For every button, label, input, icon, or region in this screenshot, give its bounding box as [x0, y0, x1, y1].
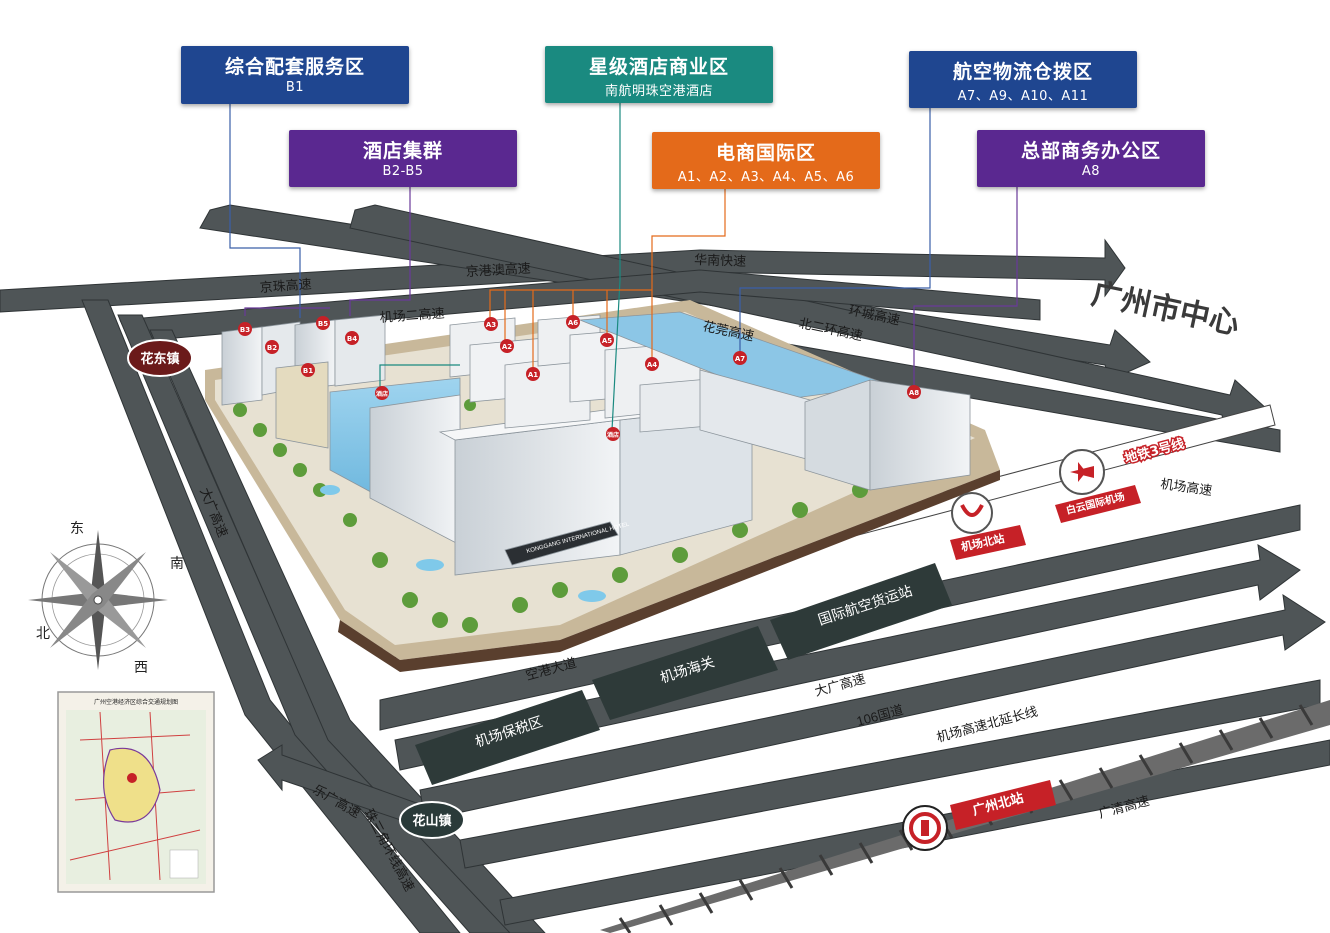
zone-star-hotel-box: 星级酒店商业区 南航明珠空港酒店	[545, 46, 773, 103]
marker-b2: B2	[265, 340, 279, 354]
hotel-canopy	[504, 521, 619, 566]
zone-hq-office-box: 总部商务办公区 A8	[977, 130, 1205, 187]
marker-b3: B3	[238, 322, 252, 336]
compass-south: 南	[170, 556, 184, 572]
label-jichang2: 机场二高速	[379, 305, 445, 324]
marker-a8: A8	[907, 385, 921, 399]
compass-west: 西	[134, 660, 148, 676]
svg-text:A4: A4	[647, 361, 657, 369]
zone-ecommerce-title: 电商国际区	[715, 142, 816, 164]
building-a8-front	[869, 379, 971, 491]
facility-blocks: 国际航空货运站 机场海关 机场保税区	[415, 563, 952, 785]
zone-star-hotel-title: 星级酒店商业区	[588, 56, 729, 78]
marker-a4: A4	[645, 357, 659, 371]
zone-service-sub: B1	[285, 80, 305, 95]
zone-hotel-group-sub: B2-B5	[382, 164, 424, 179]
zone-service-box: 综合配套服务区 B1	[181, 46, 409, 104]
fountains	[320, 485, 606, 602]
svg-text:花山镇: 花山镇	[412, 813, 451, 829]
label-city-center: 广州市中心	[1089, 277, 1243, 341]
zone-logistics-title: 航空物流仓拨区	[952, 61, 1093, 83]
block-bonded	[415, 690, 600, 785]
road-jingzhu-vertical	[81, 299, 461, 933]
label-jichang: 机场高速	[1160, 476, 1214, 498]
leader-lines	[229, 103, 1018, 431]
block-cargo	[770, 563, 952, 660]
compass-north: 北	[36, 626, 50, 642]
svg-text:A7: A7	[735, 355, 745, 363]
svg-text:A6: A6	[568, 319, 578, 327]
svg-text:花东镇: 花东镇	[140, 351, 179, 367]
svg-text:A8: A8	[909, 389, 919, 397]
inset-map-title: 广州空港经济区综合交通规划图	[94, 698, 178, 706]
marker-a5: A5	[600, 333, 614, 347]
zone-hotel-group-title: 酒店集群	[362, 140, 443, 162]
town-huashan: 花山镇	[399, 801, 465, 839]
zone-ecommerce-sub: A1、A2、A3、A4、A5、A6	[677, 170, 855, 185]
svg-text:B5: B5	[318, 320, 328, 328]
zone-logistics-sub: A7、A9、A10、A11	[957, 89, 1089, 104]
zone-service-title: 综合配套服务区	[224, 56, 365, 78]
svg-text:酒店: 酒店	[376, 390, 388, 398]
marker-a7: A7	[733, 351, 747, 365]
building-b4	[334, 314, 386, 387]
zone-hotel-group-box: 酒店集群 B2-B5	[289, 130, 517, 187]
town-huadong: 花东镇	[127, 339, 193, 377]
zone-hq-office-title: 总部商务办公区	[1020, 140, 1161, 162]
zone-star-hotel-sub: 南航明珠空港酒店	[604, 84, 713, 99]
svg-text:A2: A2	[502, 343, 512, 351]
svg-text:酒店: 酒店	[607, 431, 619, 439]
label-huanan: 华南快速	[694, 252, 747, 269]
svg-text:B4: B4	[347, 335, 357, 343]
svg-text:B2: B2	[267, 344, 277, 352]
road-inner-vertical	[149, 329, 546, 933]
zone-logistics-box: 航空物流仓拨区 A7、A9、A10、A11	[909, 51, 1137, 108]
label-jingzhu: 京珠高速	[259, 276, 312, 295]
marker-b1: B1	[301, 363, 315, 377]
marker-hotel-west: 酒店	[375, 386, 389, 400]
station-airport-north: 机场北站	[950, 492, 1026, 560]
marker-a3: A3	[484, 317, 498, 331]
marker-a2: A2	[500, 339, 514, 353]
marker-a6: A6	[566, 315, 580, 329]
svg-text:A3: A3	[486, 321, 496, 329]
svg-text:B1: B1	[303, 367, 313, 375]
station-guangzhou-north: 广州北站	[902, 780, 1056, 851]
svg-text:B3: B3	[240, 326, 250, 334]
airplane-icon	[1070, 462, 1094, 482]
svg-text:A1: A1	[528, 371, 538, 379]
marker-b4: B4	[345, 331, 359, 345]
marker-hotel-main: 酒店	[606, 427, 620, 441]
compass-rose-icon: 东 南 北 西	[28, 521, 184, 676]
zone-hq-office-sub: A8	[1081, 164, 1101, 179]
compass-east: 东	[70, 521, 84, 537]
road-106	[419, 593, 1326, 821]
label-jinggangao: 京港澳高速	[465, 261, 531, 279]
svg-text:A5: A5	[602, 337, 612, 345]
inset-map: 广州空港经济区综合交通规划图	[57, 691, 215, 893]
zone-markers: B3 B2 B5 B4 B1 A3 A2 A6 A5 A1 A4 A7 A8 酒…	[238, 315, 921, 441]
block-customs	[592, 626, 778, 720]
marker-a1: A1	[526, 367, 540, 381]
zone-ecommerce-box: 电商国际区 A1、A2、A3、A4、A5、A6	[652, 132, 880, 189]
marker-b5: B5	[316, 316, 330, 330]
building-b3	[221, 326, 263, 406]
